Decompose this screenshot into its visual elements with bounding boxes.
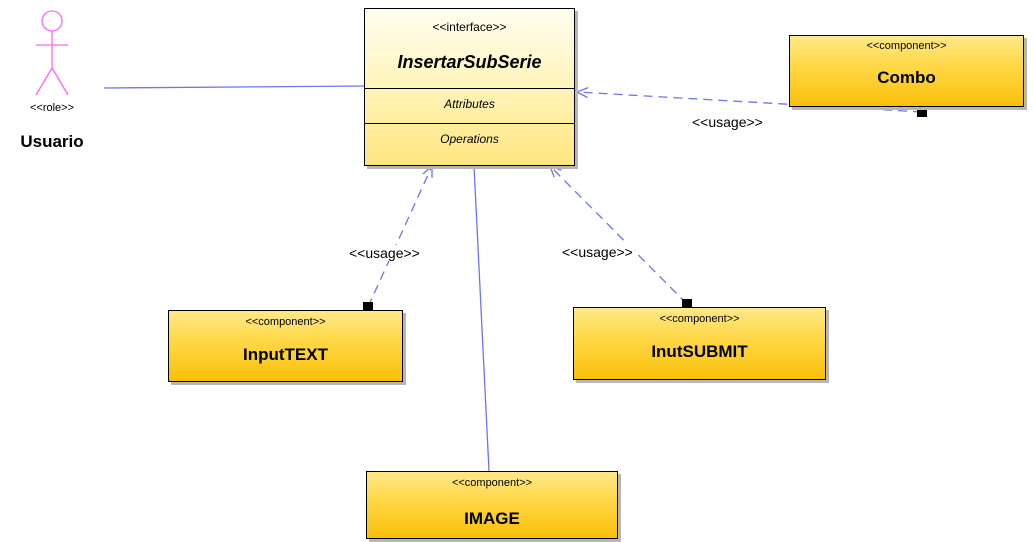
combo-usage-label: <<usage>> — [691, 114, 764, 130]
inutsubmit-usage-dependency[interactable] — [550, 166, 688, 305]
inutsubmit-stereotype: <<component>> — [659, 313, 740, 325]
image-name: IMAGE — [464, 509, 520, 528]
combo-stereotype: <<component>> — [866, 40, 947, 52]
component-inutsubmit[interactable]: <<component>> InutSUBMIT — [573, 307, 826, 380]
actor-stereotype: <<role>> — [29, 102, 75, 114]
interface-operations-section: Operations — [365, 123, 574, 159]
inputtext-stereotype: <<component>> — [245, 316, 326, 328]
inutsubmit-name: InutSUBMIT — [651, 342, 748, 361]
component-inputtext[interactable]: <<component>> InputTEXT — [168, 310, 403, 382]
combo-usage-anchor — [917, 107, 927, 117]
inputtext-usage-label: <<usage>> — [348, 245, 421, 261]
combo-name: Combo — [877, 68, 936, 87]
inputtext-name: InputTEXT — [243, 345, 328, 364]
interface-stereotype: <<interface>> — [432, 20, 507, 34]
inputtext-usage-anchor — [363, 302, 373, 312]
interface-image-association[interactable] — [473, 165, 490, 472]
inputtext-usage-dependency[interactable] — [367, 166, 432, 308]
actor-icon[interactable] — [35, 10, 69, 96]
image-stereotype: <<component>> — [451, 477, 533, 489]
actor-name: Usuario — [20, 132, 84, 151]
interface-attributes-section: Attributes — [365, 88, 574, 124]
inutsubmit-usage-label: <<usage>> — [561, 244, 634, 260]
component-image[interactable]: <<component>> IMAGE — [366, 471, 618, 539]
combo-usage-dependency[interactable] — [577, 92, 923, 113]
actor-interface-association[interactable] — [103, 85, 365, 89]
component-combo[interactable]: <<component>> Combo — [789, 35, 1024, 107]
inutsubmit-usage-anchor — [682, 299, 692, 309]
interface-name: InsertarSubSerie — [397, 52, 542, 72]
interface-insertarsubserie[interactable]: <<interface>> InsertarSubSerie Attribute… — [364, 8, 575, 166]
